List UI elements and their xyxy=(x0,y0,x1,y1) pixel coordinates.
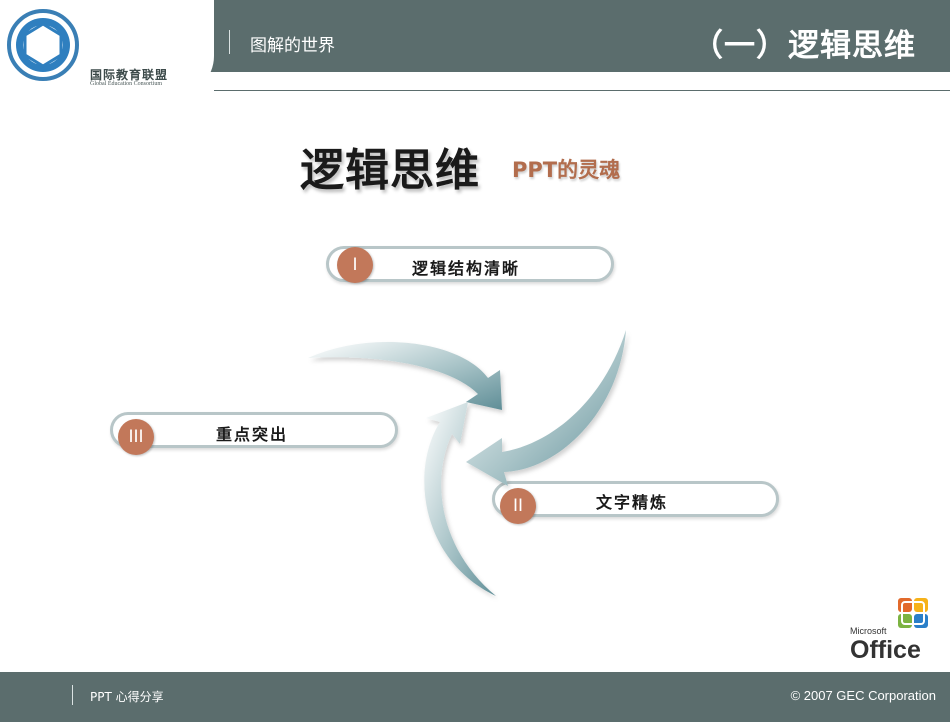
header-title: （一）逻辑思维 xyxy=(692,28,916,64)
item-label-3: 重点突出 xyxy=(216,425,289,444)
office-brand: Microsoft xyxy=(850,626,887,636)
org-logo-icon xyxy=(7,9,79,81)
slide-title: 逻辑思维 xyxy=(300,145,480,196)
item-label-1: 逻辑结构清晰 xyxy=(412,259,521,278)
item-pill-1[interactable] xyxy=(326,246,614,282)
item-pill-2[interactable] xyxy=(492,481,779,517)
header-subtitle: 图解的世界 xyxy=(250,36,335,56)
cycle-arrow-2 xyxy=(466,330,626,486)
cycle-arrow-1 xyxy=(308,341,502,410)
header-rule xyxy=(214,90,950,91)
item-numeral-2: II xyxy=(500,488,536,524)
item-label-2: 文字精炼 xyxy=(596,493,669,512)
cycle-arrows-graphic xyxy=(308,330,626,596)
logo-block: 国际教育联盟 Global Education Consortium xyxy=(0,0,214,96)
cycle-arrow-3 xyxy=(424,402,496,596)
slide-subtitle: PPT的灵魂 xyxy=(512,158,621,182)
item-pill-3[interactable] xyxy=(110,412,398,448)
org-name-en: Global Education Consortium xyxy=(90,81,162,87)
footer-copyright: © 2007 GEC Corporation xyxy=(790,688,936,703)
header-separator xyxy=(229,30,230,54)
office-logo-icon: Microsoft Office xyxy=(850,598,928,664)
footer-left-text: PPT 心得分享 xyxy=(90,690,164,704)
org-name-cn: 国际教育联盟 xyxy=(90,68,169,82)
item-numeral-1: I xyxy=(337,247,373,283)
office-product: Office xyxy=(850,636,921,664)
footer-band: PPT 心得分享 © 2007 GEC Corporation xyxy=(0,672,950,722)
office-logo: Microsoft Office xyxy=(838,592,950,670)
item-numeral-3: III xyxy=(118,419,154,455)
footer-separator xyxy=(72,685,73,705)
